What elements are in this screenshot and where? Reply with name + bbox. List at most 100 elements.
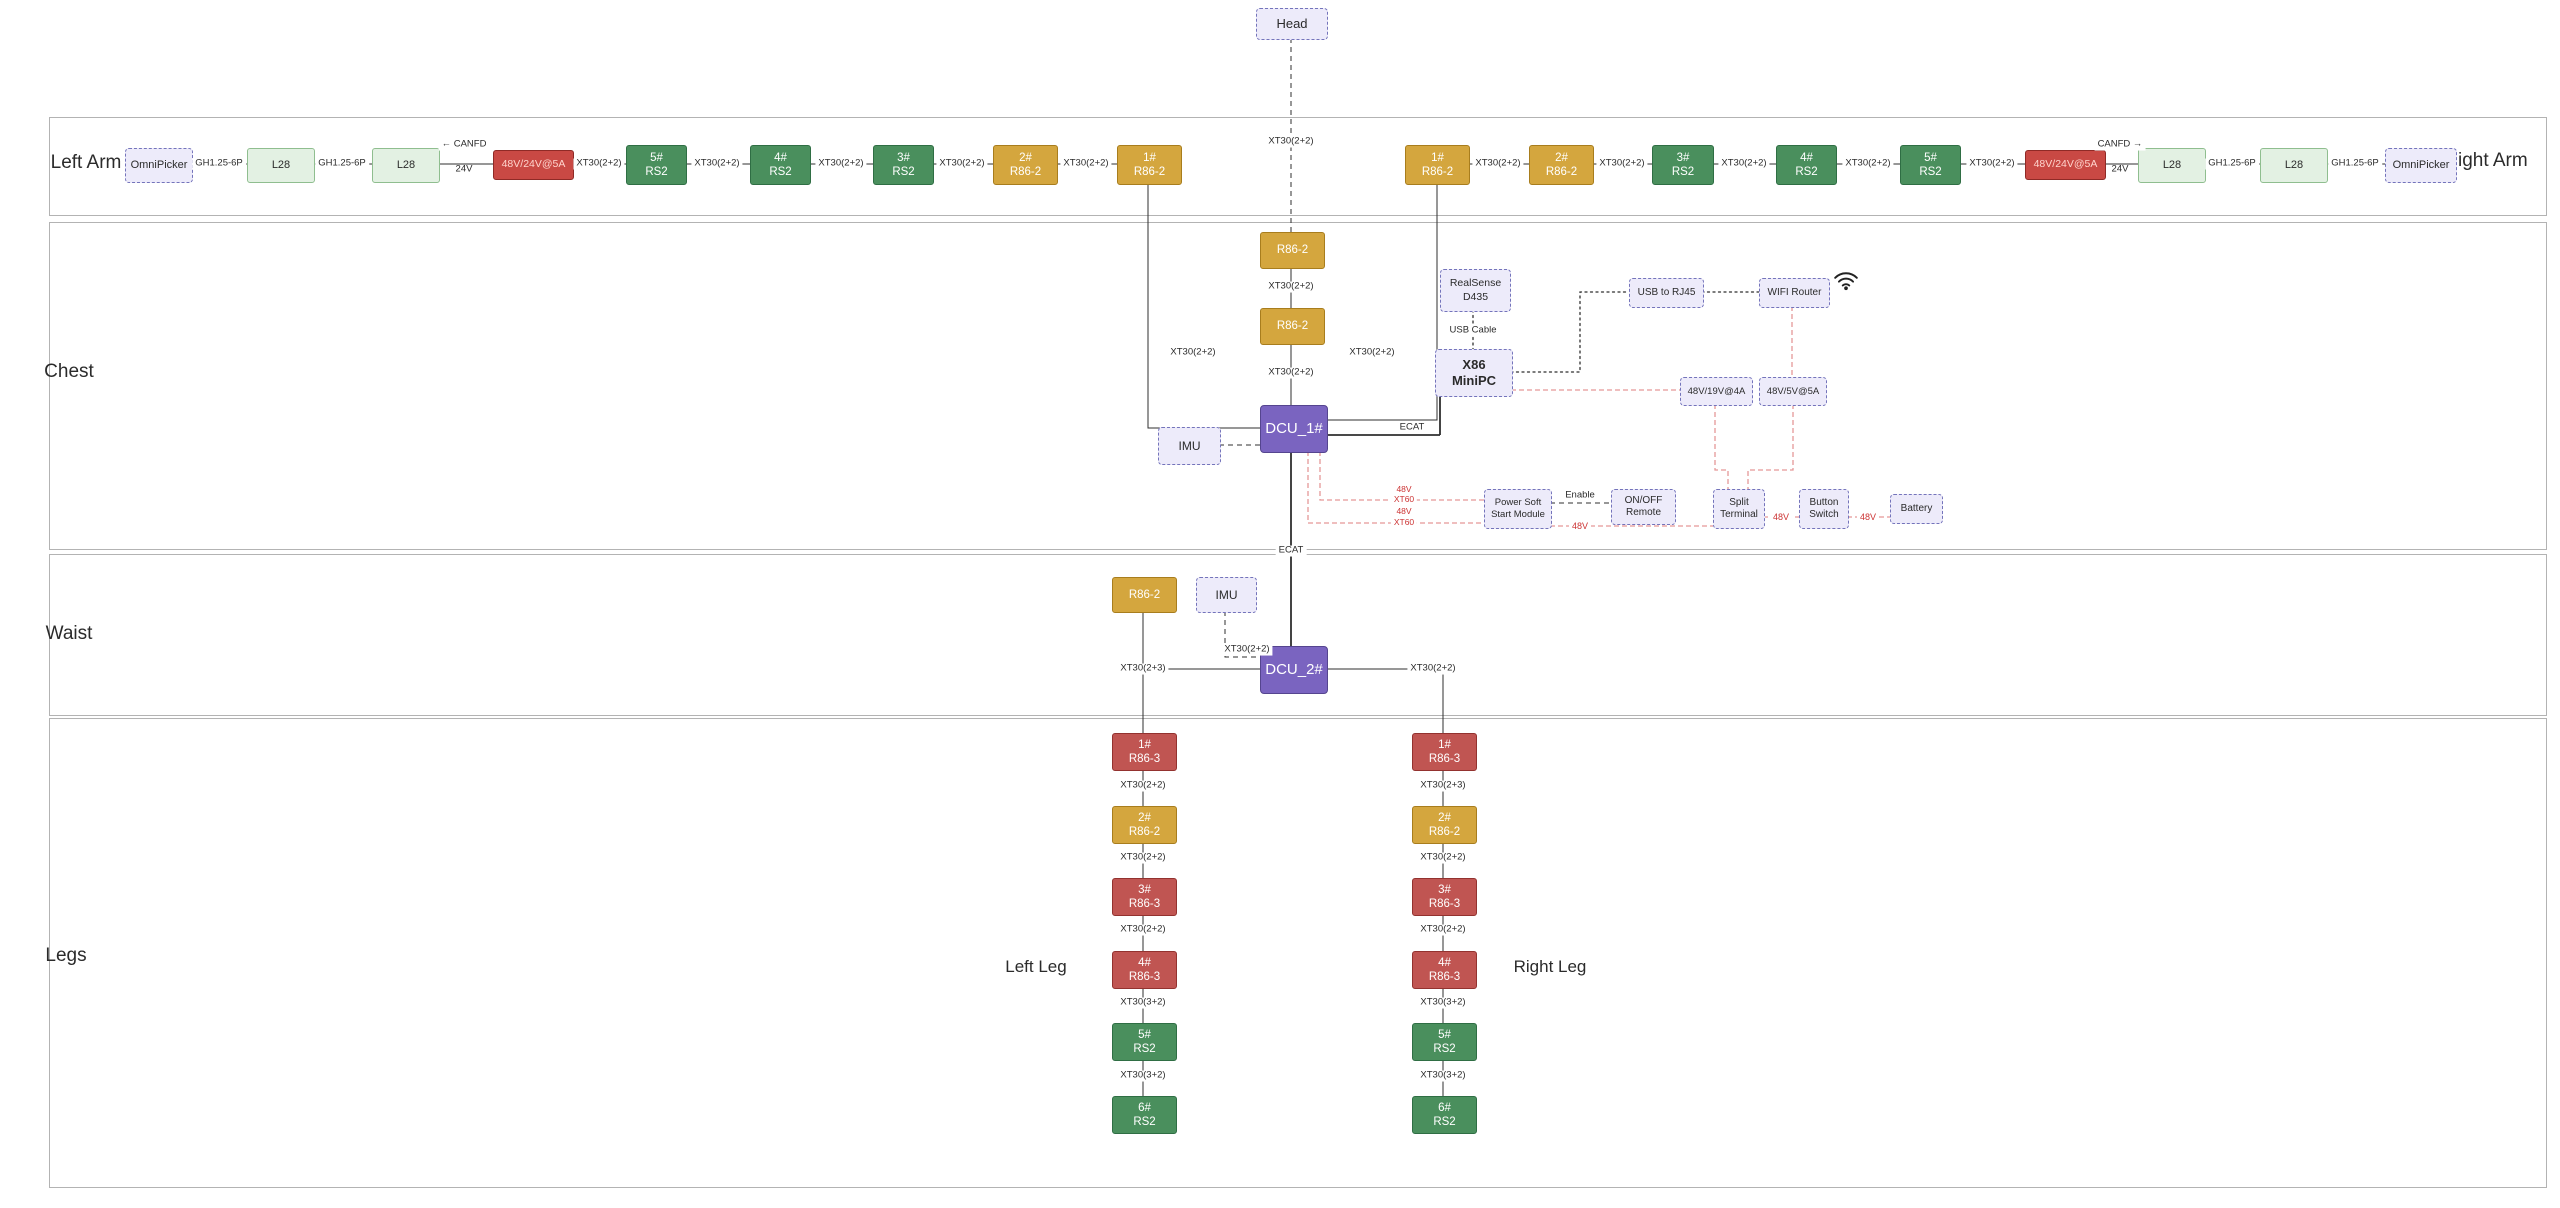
edge-label: XT30(2+2) (1265, 136, 1317, 148)
node-left-arm-motor-4: 4# RS2 (750, 145, 811, 185)
edge-label: XT30(2+2) (1596, 158, 1648, 170)
section-arms-row (49, 117, 2547, 216)
edge-label: XT30(2+2) (1117, 780, 1169, 792)
edge-label: XT30(2+2) (1417, 852, 1469, 864)
edge-label: 48V (1856, 511, 1880, 523)
node-left-arm-motor-2: 2# R86-2 (993, 145, 1058, 185)
edge-label: CANFD → (2094, 139, 2146, 151)
node-right-leg-motor-4: 4# R86-3 (1412, 951, 1477, 989)
node-l28-left-1: L28 (247, 148, 315, 183)
edge-label: XT30(3+2) (1417, 1070, 1469, 1082)
edge-label: ECAT (1275, 545, 1307, 557)
node-head: Head (1256, 8, 1328, 40)
node-omnipicker-left: OmniPicker (125, 148, 193, 183)
node-left-leg-motor-4: 4# R86-3 (1112, 951, 1177, 989)
edge-label: 48V (1393, 506, 1415, 517)
node-left-arm-motor-1: 1# R86-2 (1117, 145, 1182, 185)
node-right-arm-motor-5: 5# RS2 (1900, 145, 1961, 185)
edge-label: XT30(2+2) (691, 158, 743, 170)
node-left-leg-motor-3: 3# R86-3 (1112, 878, 1177, 916)
edge-label: ← CANFD (438, 139, 490, 151)
edge-label: XT30(2+2) (1265, 367, 1317, 379)
node-x86-minipc: X86 MiniPC (1435, 349, 1513, 397)
node-right-arm-motor-2: 2# R86-2 (1529, 145, 1594, 185)
edge-label: XT30(2+2) (573, 158, 625, 170)
edge-label: XT30(2+2) (1346, 347, 1398, 359)
edge-label: XT30(2+2) (1117, 924, 1169, 936)
edge-label: XT30(3+2) (1117, 1070, 1169, 1082)
edge-label: XT30(2+2) (1117, 852, 1169, 864)
node-button-switch: Button Switch (1799, 489, 1849, 529)
section-label-right-leg: Right Leg (1513, 957, 1587, 976)
node-l28-right-1: L28 (2138, 148, 2206, 183)
edge-label: XT30(2+2) (1842, 158, 1894, 170)
node-battery: Battery (1890, 494, 1943, 524)
section-label-left-leg: Left Leg (1005, 957, 1067, 976)
edge-label: XT60 (1390, 494, 1418, 505)
edge-label: XT30(2+2) (1966, 158, 2018, 170)
node-right-leg-motor-1: 1# R86-3 (1412, 733, 1477, 771)
edge-label: XT30(2+2) (1472, 158, 1524, 170)
edge-label: USB Cable (1446, 325, 1500, 337)
node-on-off-remote: ON/OFF Remote (1611, 489, 1676, 525)
node-realsense-d435: RealSense D435 (1440, 269, 1511, 312)
wifi-icon (1833, 268, 1859, 292)
edge-label: XT30(2+2) (815, 158, 867, 170)
node-split-terminal: Split Terminal (1713, 489, 1765, 529)
section-label-chest: Chest (44, 361, 94, 382)
node-left-arm-motor-3: 3# RS2 (873, 145, 934, 185)
edge-label: XT30(2+2) (1221, 644, 1273, 656)
node-chest-motor-r86-bottom: R86-2 (1260, 308, 1325, 345)
node-left-leg-motor-5: 5# RS2 (1112, 1023, 1177, 1061)
node-imu-waist: IMU (1196, 577, 1257, 613)
edge-label: 48V (1568, 520, 1592, 532)
edge-label: XT60 (1390, 517, 1418, 528)
node-converter-48v-5v: 48V/5V@5A (1759, 377, 1827, 406)
node-chest-motor-r86-top: R86-2 (1260, 232, 1325, 269)
node-psu-left-48v-24v: 48V/24V@5A (493, 150, 574, 180)
node-left-leg-motor-2: 2# R86-2 (1112, 806, 1177, 844)
node-right-leg-motor-6: 6# RS2 (1412, 1096, 1477, 1134)
section-legs (49, 718, 2547, 1188)
node-right-leg-motor-5: 5# RS2 (1412, 1023, 1477, 1061)
edge-label: 24V (452, 164, 476, 176)
node-left-arm-motor-5: 5# RS2 (626, 145, 687, 185)
node-l28-right-2: L28 (2260, 148, 2328, 183)
edge-label: XT30(2+2) (1265, 281, 1317, 293)
edge-label: XT30(2+3) (1117, 663, 1169, 675)
node-wifi-router: WIFI Router (1759, 278, 1830, 308)
edge-label: XT30(2+2) (1167, 347, 1219, 359)
edge-label: GH1.25-6P (192, 158, 246, 170)
edge-label: GH1.25-6P (2328, 158, 2382, 170)
node-dcu-1: DCU_1# (1260, 405, 1328, 453)
node-right-leg-motor-3: 3# R86-3 (1412, 878, 1477, 916)
node-psu-right-48v-24v: 48V/24V@5A (2025, 150, 2106, 180)
node-converter-48v-19v: 48V/19V@4A (1680, 377, 1753, 406)
node-omnipicker-right: OmniPicker (2385, 148, 2457, 183)
node-waist-motor-r86: R86-2 (1112, 577, 1177, 613)
node-l28-left-2: L28 (372, 148, 440, 183)
section-label-legs: Legs (45, 945, 87, 966)
edge-label: XT30(2+2) (936, 158, 988, 170)
section-label-right-arm: Right Arm (2444, 150, 2528, 171)
node-imu-chest: IMU (1158, 427, 1221, 465)
edge-label: 24V (2108, 164, 2132, 176)
edge-label: XT30(3+2) (1117, 997, 1169, 1009)
edge-label: Enable (1562, 490, 1598, 502)
edge-label: XT30(2+3) (1417, 780, 1469, 792)
edge-label: XT30(2+2) (1718, 158, 1770, 170)
section-label-left-arm: Left Arm (50, 152, 122, 173)
edge-label: XT30(3+2) (1417, 997, 1469, 1009)
edge-label: XT30(2+2) (1407, 663, 1459, 675)
edge-label: GH1.25-6P (2205, 158, 2259, 170)
edge-label: 48V (1769, 511, 1793, 523)
edge-label: XT30(2+2) (1060, 158, 1112, 170)
node-right-arm-motor-4: 4# RS2 (1776, 145, 1837, 185)
node-right-arm-motor-1: 1# R86-2 (1405, 145, 1470, 185)
node-power-soft-start-module: Power Soft Start Module (1484, 489, 1552, 529)
edge-label: ECAT (1396, 422, 1428, 434)
node-usb-to-rj45: USB to RJ45 (1629, 278, 1704, 308)
edge-label: XT30(2+2) (1417, 924, 1469, 936)
node-left-leg-motor-1: 1# R86-3 (1112, 733, 1177, 771)
